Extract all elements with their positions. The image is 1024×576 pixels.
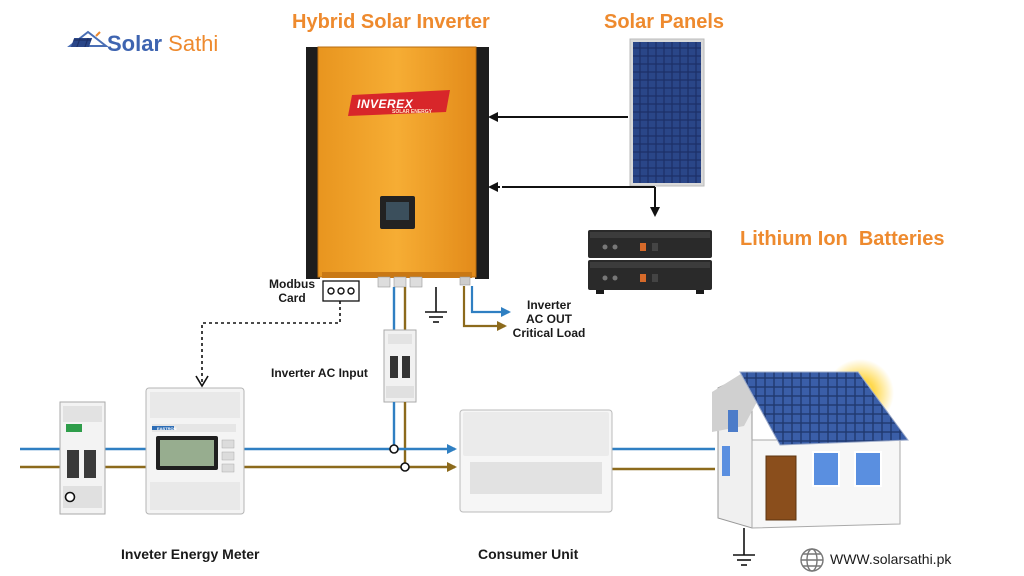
modbus-card — [322, 280, 360, 302]
ac-out-live-wire — [470, 286, 511, 317]
inverter-left-fin — [306, 47, 320, 279]
main-breaker — [59, 401, 106, 515]
brand-logo: Solar Sathi — [107, 31, 218, 57]
modbus-comm-line — [201, 301, 341, 385]
inverter-title: Hybrid Solar Inverter — [292, 11, 490, 33]
solar-panel — [629, 38, 705, 187]
inverter-ac-input-label: Inverter AC Input — [271, 366, 368, 380]
inverex-sub: SOLAR ENERGY — [392, 109, 433, 115]
ac-input-breaker — [383, 329, 417, 403]
lithium-battery-stack — [588, 230, 712, 294]
batteries-label: Lithium Ion Batteries — [740, 228, 945, 250]
house-solar-roof — [739, 371, 909, 446]
inverex-badge — [348, 90, 450, 116]
modbus-card-label: Modbus Card — [269, 277, 315, 305]
live-junction — [389, 444, 399, 454]
meter-brand: EASTRON — [157, 426, 177, 431]
solar-panels-label: Solar Panels — [604, 11, 725, 33]
brand-name-sathi: Sathi — [168, 31, 219, 56]
energy-meter — [145, 387, 245, 515]
inverter-body — [317, 46, 477, 278]
neutral-junction — [400, 462, 410, 472]
website-link[interactable]: WWW.solarsathi.pk — [830, 551, 952, 567]
inverter-right-fin — [475, 47, 489, 279]
consumer-unit-label: Consumer Unit — [478, 546, 579, 562]
inverex-brand: INVEREX — [357, 97, 414, 111]
brand-name-solar: Solar — [107, 31, 163, 56]
solar-sathi-logo-icon — [67, 30, 109, 47]
house-ground-symbol — [733, 528, 755, 566]
inverter-ground-symbol — [425, 287, 447, 323]
energy-meter-label: Inveter Energy Meter — [121, 546, 260, 562]
ac-out-neutral-wire — [462, 286, 507, 331]
hybrid-inverter — [306, 46, 489, 288]
globe-icon — [800, 548, 824, 572]
consumer-unit — [459, 409, 613, 513]
house — [712, 359, 909, 529]
inverter-ac-out-label: Inverter AC OUT Critical Load — [512, 298, 586, 340]
